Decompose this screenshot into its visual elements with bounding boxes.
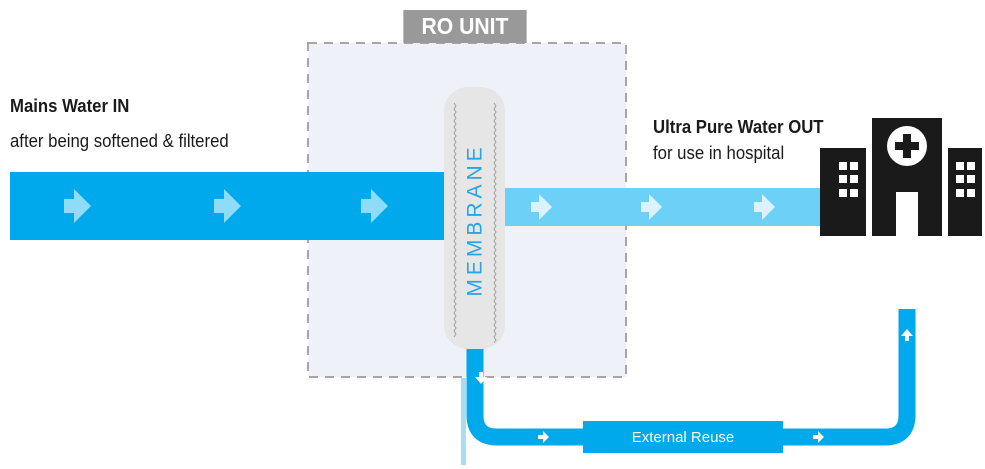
- arrow-down-icon: [475, 372, 487, 384]
- arrow-right-icon: [531, 194, 552, 220]
- arrow-right-icon: [214, 189, 241, 223]
- arrow-right-icon: [361, 189, 388, 223]
- outlet-title: Ultra Pure Water OUT: [653, 117, 824, 137]
- return-pipe: [783, 309, 916, 446]
- outlet-subtitle: for use in hospital: [653, 143, 785, 163]
- arrow-right-icon: [754, 194, 775, 220]
- arrow-right-icon: [641, 194, 662, 220]
- reject-pipe: [466, 348, 583, 446]
- drain-line: [461, 378, 466, 465]
- outlet-flow: [500, 188, 840, 226]
- membrane-texture-right: [493, 102, 497, 344]
- arrow-right-icon: [64, 189, 91, 223]
- membrane-cartridge: [444, 87, 505, 349]
- arrow-right-icon: [538, 431, 549, 443]
- membrane-texture-left: [453, 102, 457, 338]
- hospital-building-icon: [820, 118, 982, 236]
- membrane-label-wrap: MEMBRANE: [446, 110, 506, 330]
- ro-unit-label: RO UNIT: [403, 10, 527, 43]
- inlet-subtitle: after being softened & filtered: [10, 131, 229, 151]
- external-reuse-label: External Reuse: [631, 428, 735, 446]
- inlet-title: Mains Water IN: [10, 96, 130, 116]
- external-reuse-box: [583, 421, 783, 453]
- membrane-label: MEMBRANE: [464, 143, 488, 297]
- arrow-right-icon: [813, 431, 824, 443]
- arrow-up-icon: [901, 329, 913, 341]
